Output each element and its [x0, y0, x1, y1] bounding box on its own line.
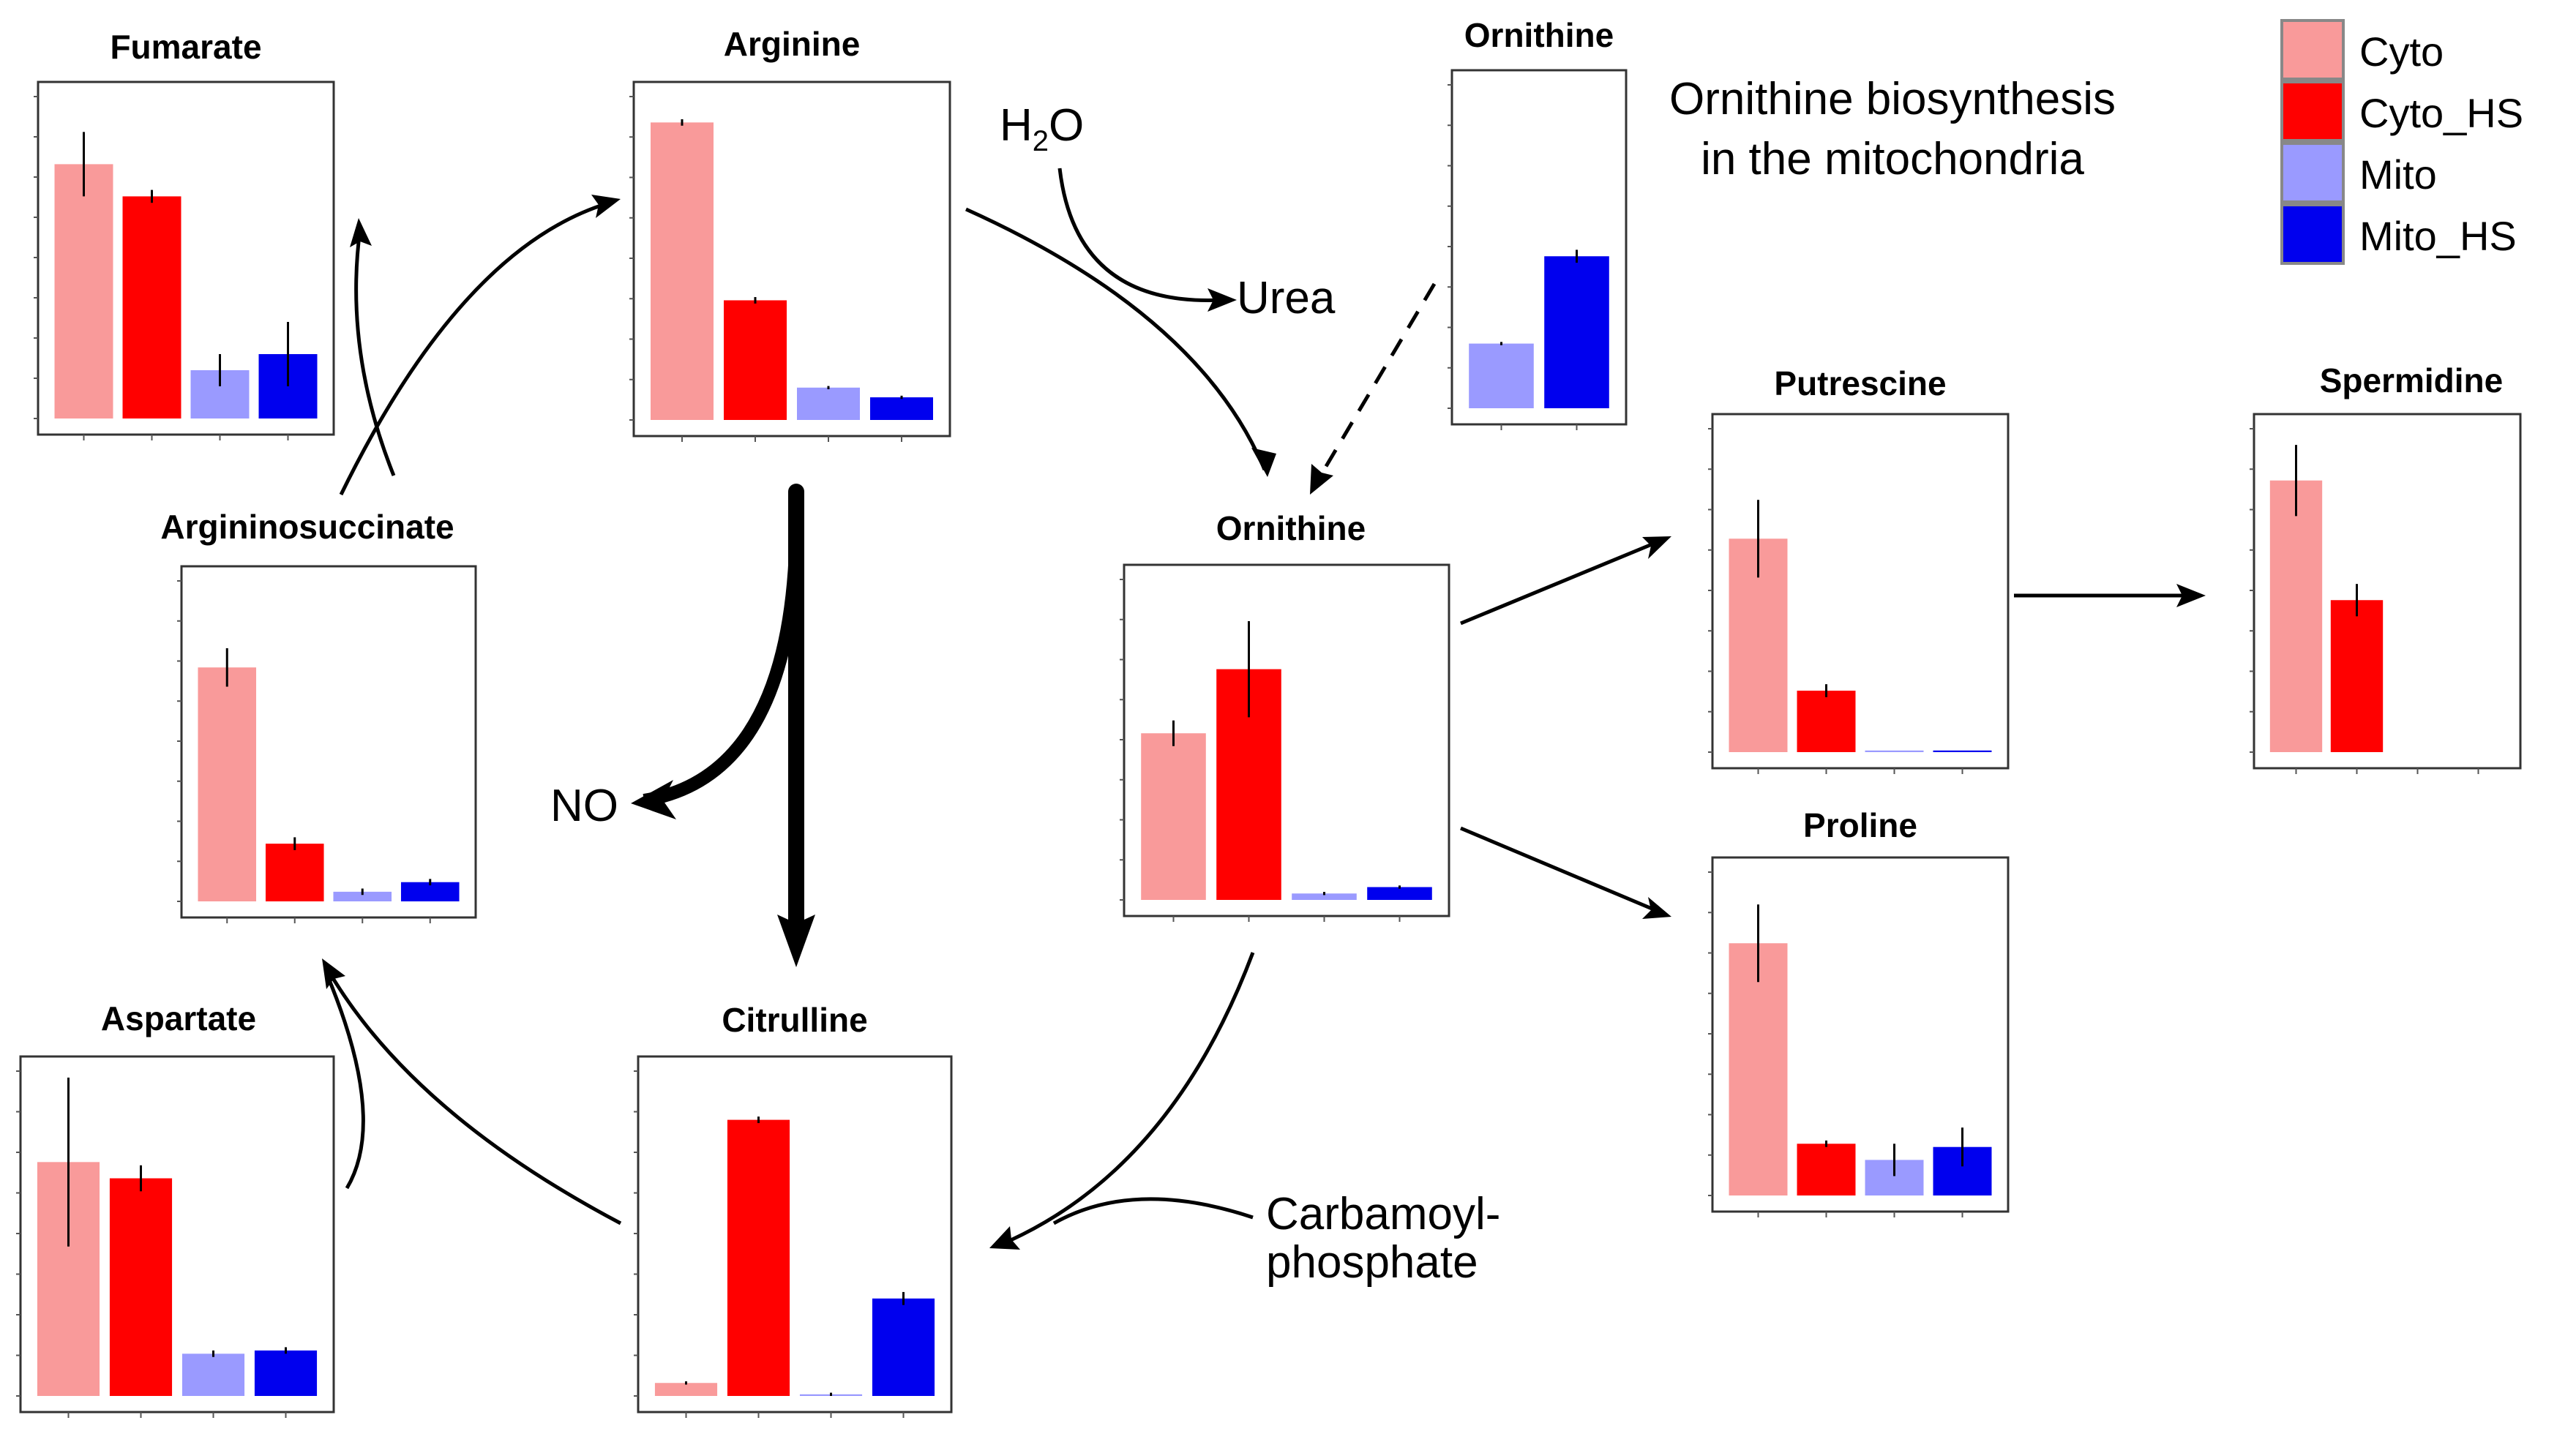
bar-cyto: [198, 667, 257, 901]
chart-ornithine: Ornithine: [1120, 509, 1450, 922]
carbamoyl-line2: phosphate: [1266, 1237, 1478, 1288]
chart-arginine: Arginine: [629, 25, 951, 442]
head-fumarate-in: [350, 218, 372, 247]
bar-mito-hs: [872, 1298, 935, 1396]
arrow-arginine-to-no: [643, 511, 804, 807]
chart-title: Aspartate: [101, 999, 256, 1037]
bar-mito-hs: [870, 397, 933, 420]
chart-title: Ornithine: [1216, 509, 1366, 547]
arrow-argininosuccinate-to-arginine: [339, 201, 608, 496]
chart-title: Argininosuccinate: [160, 508, 454, 546]
chart-title: Arginine: [724, 25, 861, 63]
bar-mito: [1469, 343, 1534, 408]
legend-item: Cyto_HS: [2280, 80, 2523, 142]
head-spermidine: [2176, 584, 2206, 607]
arrow-carbamoyl-join: [1052, 1197, 1254, 1225]
bar-mito-hs: [1933, 750, 1992, 752]
carbamoyl-line1: Carbamoyl-: [1266, 1189, 1500, 1239]
bar-mito: [181, 1354, 245, 1396]
svg-text:Cyto: Cyto: [2359, 29, 2444, 75]
svg-text:Cyto_HS: Cyto_HS: [2359, 90, 2523, 136]
mito-biosynthesis-line1: Ornithine biosynthesis: [1669, 74, 2116, 124]
legend: Cyto Cyto_HS Mito Mito_HS: [2280, 19, 2523, 265]
chart-title: Spermidine: [2320, 361, 2504, 399]
bar-cyto-hs: [2330, 600, 2384, 752]
arrow-citrulline-to-argininosuccinate: [324, 966, 622, 1225]
head-ornithine-in: [1251, 448, 1276, 477]
bar-mito: [1865, 750, 1924, 752]
chart-putrescine: Putrescine: [1708, 364, 2010, 774]
bar-cyto-hs: [265, 844, 324, 901]
head-arginine-in: [591, 195, 621, 218]
bar-cyto: [1141, 733, 1206, 900]
chart-title: Citrulline: [722, 1001, 867, 1039]
bar-cyto-hs: [724, 300, 787, 420]
chart-proline: Proline: [1708, 806, 2010, 1217]
bar-cyto-hs: [122, 196, 181, 418]
chart-title: Putrescine: [1774, 364, 1946, 402]
arrow-aspartate-join: [324, 972, 365, 1190]
legend-item: Cyto: [2280, 19, 2444, 80]
urea-label: Urea: [1237, 273, 1336, 323]
legend-item: Mito_HS: [2280, 203, 2517, 265]
bar-cyto-hs: [1797, 691, 1856, 752]
bar-mito-hs: [254, 1350, 318, 1396]
chart-ornithine-mito: Ornithine: [1448, 16, 1628, 430]
chart-argininosuccinate: Argininosuccinate: [160, 508, 477, 923]
svg-text:Mito: Mito: [2359, 151, 2437, 198]
bar-cyto: [2269, 480, 2323, 752]
mito-biosynthesis-line2: in the mitochondria: [1701, 134, 2084, 184]
arrow-ornithine-to-putrescine: [1460, 541, 1656, 626]
bar-mito-hs: [1544, 256, 1609, 408]
arrowheads: [322, 195, 2206, 1250]
head-argininosuccinate-in: [322, 958, 345, 989]
head-putrescine: [1642, 536, 1671, 559]
arrow-water-to-urea: [1057, 168, 1223, 302]
bar-cyto-hs: [1797, 1144, 1856, 1195]
chart-aspartate: Aspartate: [16, 999, 335, 1418]
svg-text:Mito_HS: Mito_HS: [2359, 213, 2517, 259]
bar-cyto: [54, 164, 113, 418]
arrow-argininosuccinate-to-fumarate: [354, 229, 396, 476]
arrow-ornithine-to-citrulline: [1002, 952, 1255, 1246]
bar-cyto-hs: [109, 1178, 173, 1396]
bar-cyto: [1729, 943, 1788, 1195]
head-citrulline-in: [989, 1226, 1020, 1250]
chart-spermidine: Spermidine: [2250, 361, 2522, 774]
chart-citrulline: Citrulline: [634, 1001, 953, 1418]
water-label: H2O: [1000, 100, 1084, 157]
arrow-mito-to-ornithine: [1311, 282, 1437, 489]
bar-mito: [1292, 893, 1357, 900]
head-proline: [1642, 897, 1671, 919]
no-label: NO: [550, 781, 618, 831]
arrow-arginine-to-ornithine: [965, 207, 1267, 470]
head-mito-ornithine: [1310, 464, 1333, 495]
head-citrulline-thick: [777, 915, 815, 967]
bar-mito: [797, 387, 860, 420]
arrow-ornithine-to-proline: [1460, 826, 1656, 912]
head-no: [631, 780, 676, 819]
bar-cyto-hs: [727, 1119, 790, 1396]
legend-item: Mito: [2280, 142, 2437, 203]
chart-fumarate: Fumarate: [34, 28, 335, 440]
bar-cyto: [651, 122, 714, 421]
chart-title: Ornithine: [1464, 16, 1614, 54]
chart-title: Proline: [1803, 806, 1917, 844]
chart-title: Fumarate: [110, 28, 261, 66]
bar-mito-hs: [1367, 887, 1432, 900]
bar-cyto: [654, 1383, 718, 1396]
bar-mito: [333, 891, 392, 901]
head-urea: [1208, 288, 1237, 312]
